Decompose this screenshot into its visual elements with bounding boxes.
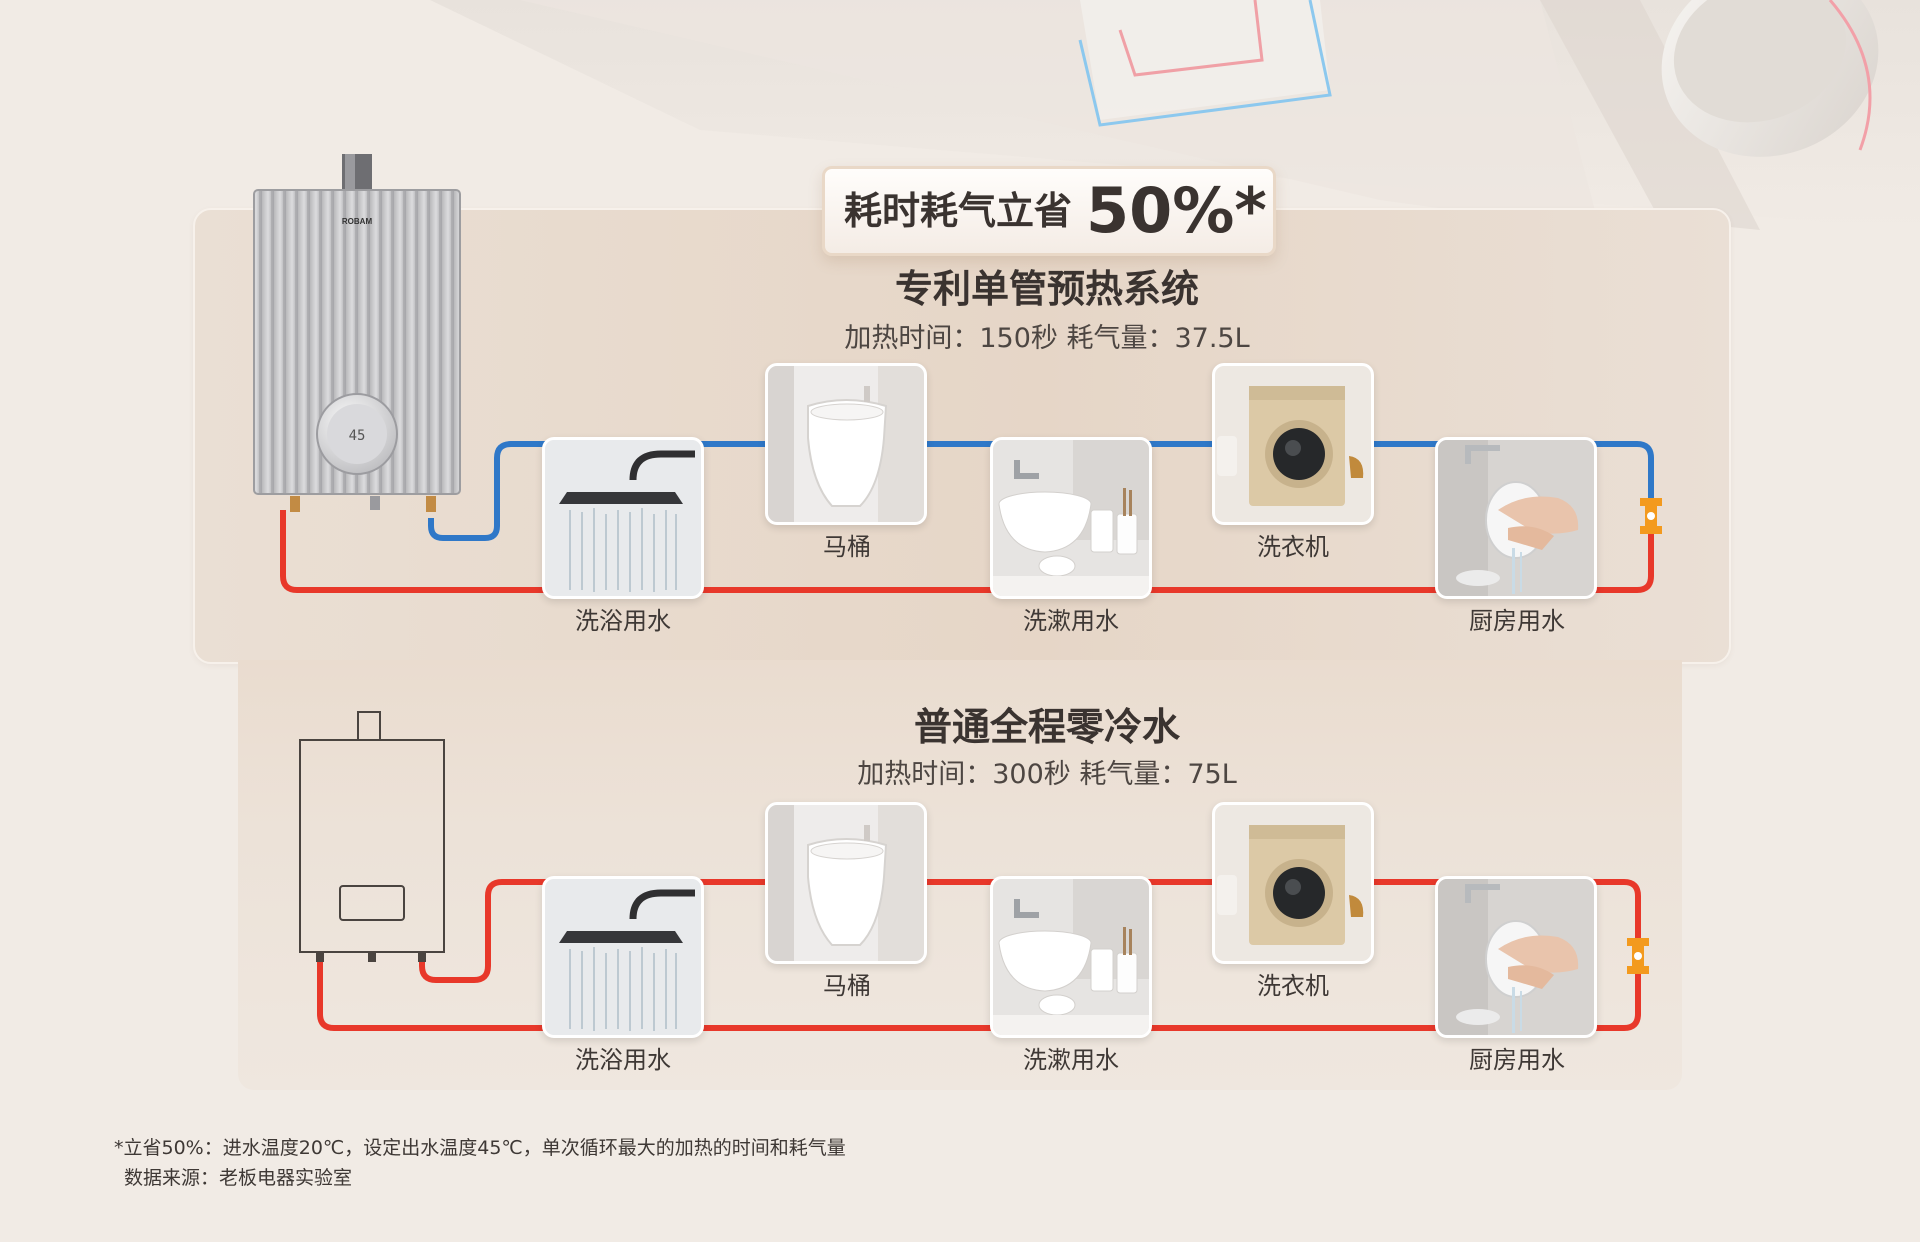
- savings-badge-prefix: 耗时耗气立省: [844, 189, 1072, 233]
- bottom-panel-title: 普通全程零冷水: [913, 705, 1180, 749]
- basin-photo-icon: [990, 437, 1152, 599]
- kitchen-label: 厨房用水: [1469, 607, 1565, 635]
- toilet-photo-icon: [765, 802, 927, 964]
- water-heater-icon: ROBAM 45: [253, 154, 461, 512]
- kitchen-label: 厨房用水: [1469, 1046, 1565, 1074]
- heater-brand-text: ROBAM: [342, 217, 373, 226]
- basin-label: 洗漱用水: [1023, 607, 1119, 635]
- toilet-photo-icon: [765, 363, 927, 525]
- svg-text:45: 45: [349, 428, 366, 444]
- footnote-source: 数据来源：老板电器实验室: [124, 1167, 353, 1189]
- kitchen-photo-icon: [1435, 876, 1597, 1038]
- bottom-hot-return-pipe: [317, 879, 1641, 1031]
- savings-badge: [822, 166, 1276, 256]
- washer-label: 洗衣机: [1257, 972, 1329, 1000]
- valve-icon: [1627, 938, 1649, 974]
- shower-label: 洗浴用水: [575, 607, 671, 635]
- basin-label: 洗漱用水: [1023, 1046, 1119, 1074]
- bottom-panel-subtitle: 加热时间：300秒 耗气量：75L: [857, 759, 1237, 790]
- savings-badge-value: 50%*: [1086, 174, 1267, 247]
- shower-label: 洗浴用水: [575, 1046, 671, 1074]
- valve-icon: [1640, 498, 1662, 534]
- shower-photo-icon: [542, 437, 704, 599]
- footnote-condition: *立省50%：进水温度20℃，设定出水温度45℃，单次循环最大的加热的时间和耗气…: [114, 1137, 846, 1159]
- savings-badge-text: 耗时耗气立省 50%*: [844, 174, 1267, 247]
- washer-photo-icon: [1212, 363, 1374, 525]
- washer-label: 洗衣机: [1257, 533, 1329, 561]
- toilet-label: 马桶: [823, 533, 871, 561]
- top-panel-title: 专利单管预热系统: [894, 267, 1199, 311]
- shower-photo-icon: [542, 876, 704, 1038]
- top-hot-return-pipe: [280, 510, 1654, 593]
- basin-photo-icon: [990, 876, 1152, 1038]
- top-panel-subtitle: 加热时间：150秒 耗气量：37.5L: [844, 323, 1250, 354]
- toilet-label: 马桶: [823, 972, 871, 1000]
- bottom-hot-supply-pipe: [419, 879, 1610, 983]
- washer-photo-icon: [1212, 802, 1374, 964]
- top-cold-supply-pipe: [428, 441, 1654, 541]
- kitchen-photo-icon: [1435, 437, 1597, 599]
- water-heater-outline-icon: [299, 711, 445, 962]
